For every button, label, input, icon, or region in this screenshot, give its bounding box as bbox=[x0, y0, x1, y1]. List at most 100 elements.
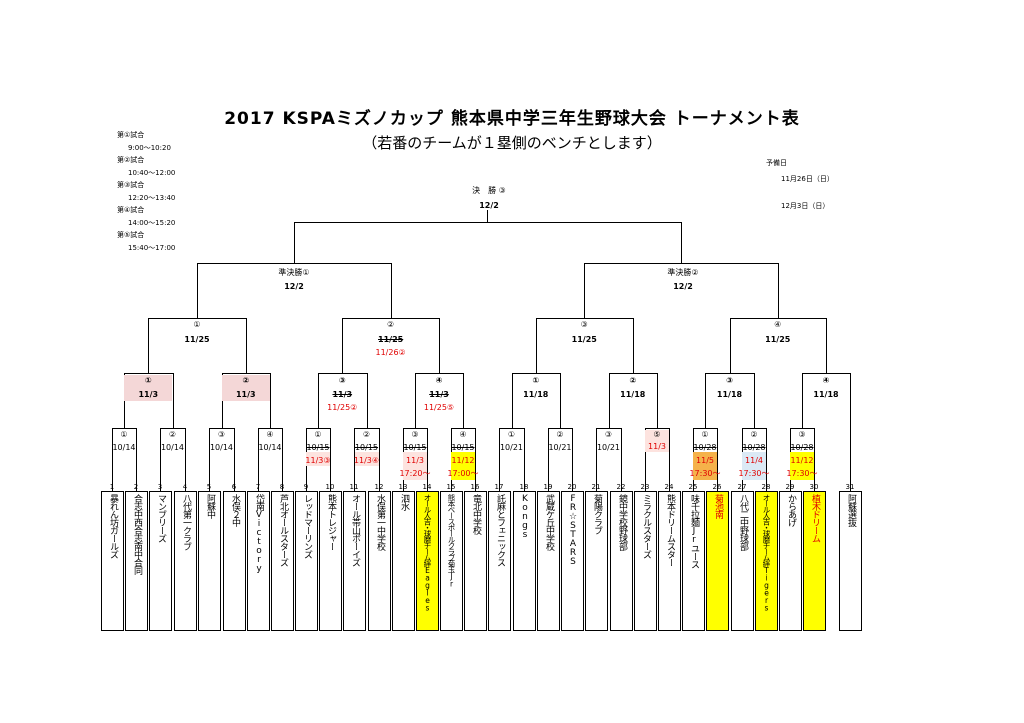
bracket-line bbox=[330, 428, 331, 492]
team-number: 6 bbox=[231, 483, 237, 491]
team-box bbox=[101, 491, 124, 631]
bracket-line bbox=[560, 373, 561, 429]
qf-number: ③ bbox=[580, 320, 588, 329]
team-box bbox=[537, 491, 560, 631]
bracket-line bbox=[524, 428, 525, 492]
r32-date: 10/28 bbox=[742, 443, 766, 452]
r16-number: ② bbox=[242, 376, 250, 385]
bracket-line bbox=[850, 373, 851, 492]
r32-number: ⑤ bbox=[653, 430, 661, 439]
team-name: 水俣第一中学校 bbox=[375, 494, 385, 550]
bracket-line bbox=[535, 318, 537, 374]
r32-number: ② bbox=[362, 430, 371, 439]
team-number: 21 bbox=[591, 483, 601, 491]
team-name: マンブリーズ bbox=[156, 494, 166, 542]
r32-number: ③ bbox=[604, 430, 613, 439]
team-name: ミラクルスターズ bbox=[641, 494, 651, 558]
team-name: 熊本トレジャー bbox=[326, 494, 336, 550]
team-box bbox=[343, 491, 366, 631]
final-label: 決 勝 ③ bbox=[472, 186, 506, 195]
team-name: Kongs bbox=[520, 494, 530, 539]
bracket-line bbox=[318, 373, 319, 429]
team-name: 合志中西合志南中合同 bbox=[132, 494, 142, 574]
bracket-line bbox=[850, 373, 851, 429]
r32-time: 17:20〜 bbox=[399, 469, 431, 478]
r16-number: ③ bbox=[726, 376, 733, 385]
r32-number: ④ bbox=[459, 430, 467, 439]
team-name: 八代第一クラブ bbox=[181, 494, 191, 550]
team-box bbox=[368, 491, 391, 631]
bracket-line bbox=[415, 373, 416, 429]
team-number: 3 bbox=[157, 483, 163, 491]
date-highlight bbox=[354, 452, 379, 466]
r16-date: 11/18 bbox=[523, 390, 549, 399]
r16-date: 11/3 bbox=[332, 390, 353, 399]
team-number: 25 bbox=[688, 483, 698, 491]
r32-date: 10/14 bbox=[160, 443, 185, 452]
bracket-line bbox=[621, 428, 622, 492]
semi-label: 準決勝② bbox=[667, 268, 699, 277]
date-highlight bbox=[742, 452, 766, 480]
bracket-line bbox=[826, 318, 827, 374]
r32-number: ③ bbox=[411, 430, 419, 439]
bracket-line bbox=[584, 263, 586, 319]
bracket-line bbox=[270, 373, 271, 429]
team-name: オール人吉・球磨チーム絆Eagles bbox=[423, 494, 432, 611]
team-box bbox=[658, 491, 681, 631]
bracket-line bbox=[148, 318, 150, 374]
bracket-line bbox=[112, 428, 113, 492]
bracket-line bbox=[814, 428, 815, 492]
qf-date: 11/25 bbox=[765, 335, 791, 344]
qf-new-date: 11/26② bbox=[375, 348, 406, 357]
r16-number: ① bbox=[532, 376, 540, 385]
qf-date: 11/25 bbox=[571, 335, 597, 344]
schedule-time: 9:00〜10:20 bbox=[128, 143, 171, 152]
date-highlight bbox=[403, 452, 427, 480]
team-number: 13 bbox=[398, 483, 408, 491]
team-box bbox=[755, 491, 778, 631]
semi-date: 12/2 bbox=[673, 282, 693, 291]
schedule-label: 第④試合 bbox=[117, 206, 145, 214]
team-name: 岱南Victory bbox=[254, 494, 264, 573]
schedule-label: 第③試合 bbox=[117, 181, 145, 189]
schedule-time: 14:00〜15:20 bbox=[128, 218, 176, 227]
team-box bbox=[198, 491, 221, 631]
team-box bbox=[682, 491, 705, 631]
team-box bbox=[610, 491, 633, 631]
bracket-line bbox=[136, 428, 137, 492]
r32-date: 10/21 bbox=[596, 443, 621, 452]
r32-date: 10/21 bbox=[548, 443, 572, 452]
team-box bbox=[779, 491, 802, 631]
r32-number: ② bbox=[168, 430, 177, 439]
r16-date: 11/18 bbox=[620, 390, 646, 399]
bracket-line bbox=[777, 263, 779, 319]
team-number: 18 bbox=[519, 483, 529, 491]
date-highlight bbox=[306, 452, 330, 466]
team-box bbox=[271, 491, 294, 631]
team-name: 武蔵ケ丘中学校 bbox=[544, 494, 554, 550]
r32-new-date: 11/3 bbox=[406, 456, 424, 465]
bracket-line bbox=[475, 428, 476, 492]
r32-number: ① bbox=[507, 430, 516, 439]
bracket-line bbox=[160, 428, 161, 492]
r32-number: ③ bbox=[798, 430, 806, 439]
team-name: 熊本ベースボールクラブ菊玉Jr bbox=[447, 494, 456, 587]
team-box bbox=[561, 491, 584, 631]
team-name: 熊本ドリームスター bbox=[665, 494, 675, 566]
team-number: 19 bbox=[543, 483, 553, 491]
team-name: 託麻とフェニックス bbox=[495, 494, 505, 566]
team-number: 8 bbox=[279, 483, 285, 491]
bracket-line bbox=[596, 428, 597, 492]
team-number: 30 bbox=[809, 483, 819, 491]
team-box bbox=[416, 491, 439, 631]
bracket-line bbox=[657, 373, 658, 429]
team-number: 24 bbox=[664, 483, 674, 491]
semi-date: 12/2 bbox=[284, 282, 304, 291]
team-name: 水俣２中 bbox=[230, 494, 240, 526]
team-name: からあげ bbox=[786, 494, 796, 526]
r32-new-date: 11/3④ bbox=[353, 456, 380, 465]
r32-new-date: 11/5 bbox=[696, 456, 714, 465]
bracket-line bbox=[258, 428, 259, 492]
bracket-line bbox=[379, 428, 380, 492]
bracket-line bbox=[669, 428, 670, 492]
